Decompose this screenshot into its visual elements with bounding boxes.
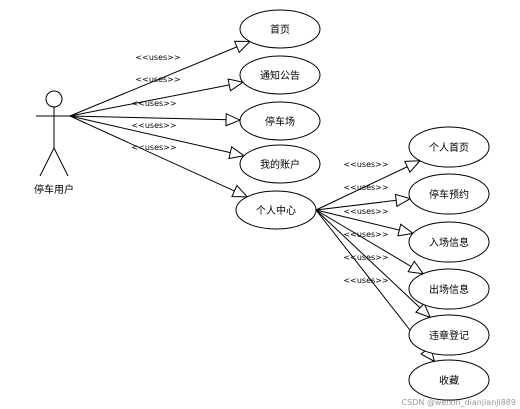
use-case-parking-reservation: [408, 173, 490, 215]
use-case-label-my-account: 我的账户: [260, 158, 300, 171]
use-case-label-personal-center: 个人中心: [256, 204, 296, 217]
actor-association-line-3: [69, 115, 245, 157]
actor-uses-label-0: <<uses>>: [135, 53, 180, 62]
center-uses-label-0: <<uses>>: [343, 160, 388, 169]
center-association-line-0: [315, 160, 421, 211]
use-case-entry-info: [408, 221, 490, 263]
actor-uses-label-2: <<uses>>: [131, 99, 176, 108]
use-case-personal-center: [235, 190, 317, 230]
use-case-home: [239, 9, 321, 49]
center-arrowhead-0: [403, 160, 422, 174]
center-uses-label-4: <<uses>>: [343, 253, 388, 262]
use-case-label-parking-reservation: 停车预约: [429, 188, 469, 201]
actor-arrowhead-1: [227, 78, 245, 92]
actor-leg-right: [53, 147, 69, 177]
use-case-parking-lot: [239, 101, 321, 141]
use-case-label-violation-registration: 违章登记: [429, 329, 469, 342]
center-association-line-1: [315, 198, 411, 211]
actor-arrowhead-2: [225, 112, 242, 127]
center-arrowhead-1: [394, 193, 412, 208]
center-uses-label-5: <<uses>>: [343, 276, 388, 285]
center-association-line-4: [315, 209, 431, 318]
use-case-label-personal-home: 个人首页: [429, 141, 469, 154]
center-uses-label-3: <<uses>>: [343, 230, 388, 239]
watermark: CSDN @weixin_dianjianji889: [402, 398, 516, 407]
actor-arrowhead-4: [231, 184, 249, 198]
use-case-personal-home: [408, 126, 490, 168]
use-case-label-parking-lot: 停车场: [265, 115, 295, 128]
actor-association-line-2: [69, 115, 241, 121]
use-case-label-home: 首页: [270, 23, 290, 36]
actor-uses-label-1: <<uses>>: [135, 75, 180, 84]
center-arrowhead-2: [397, 223, 415, 237]
actor-leg-left: [39, 147, 55, 177]
center-association-line-3: [315, 209, 424, 275]
actor-figure: [36, 90, 72, 177]
center-association-line-2: [315, 209, 414, 234]
actor-uses-label-4: <<uses>>: [131, 143, 176, 152]
actor-uses-label-3: <<uses>>: [131, 121, 176, 130]
actor-label: 停车用户: [34, 183, 74, 196]
use-case-favorites: [408, 359, 490, 401]
actor-association-line-1: [69, 81, 244, 117]
actor-association-line-4: [69, 115, 248, 198]
use-case-exit-info: [408, 268, 490, 310]
use-case-label-favorites: 收藏: [439, 374, 459, 387]
center-arrowhead-3: [407, 260, 425, 275]
center-arrowhead-4: [415, 302, 432, 319]
center-uses-label-2: <<uses>>: [343, 207, 388, 216]
center-uses-label-1: <<uses>>: [343, 183, 388, 192]
actor-head: [45, 90, 63, 108]
use-case-notice: [239, 55, 321, 95]
use-case-my-account: [239, 144, 321, 184]
use-case-label-notice: 通知公告: [260, 69, 300, 82]
actor-association-line-0: [69, 41, 251, 117]
actor-arrowhead-3: [228, 145, 246, 160]
use-case-label-exit-info: 出场信息: [429, 283, 469, 296]
use-case-label-entry-info: 入场信息: [429, 236, 469, 249]
actor-arrowhead-0: [233, 40, 252, 54]
use-case-violation-registration: [408, 314, 490, 356]
